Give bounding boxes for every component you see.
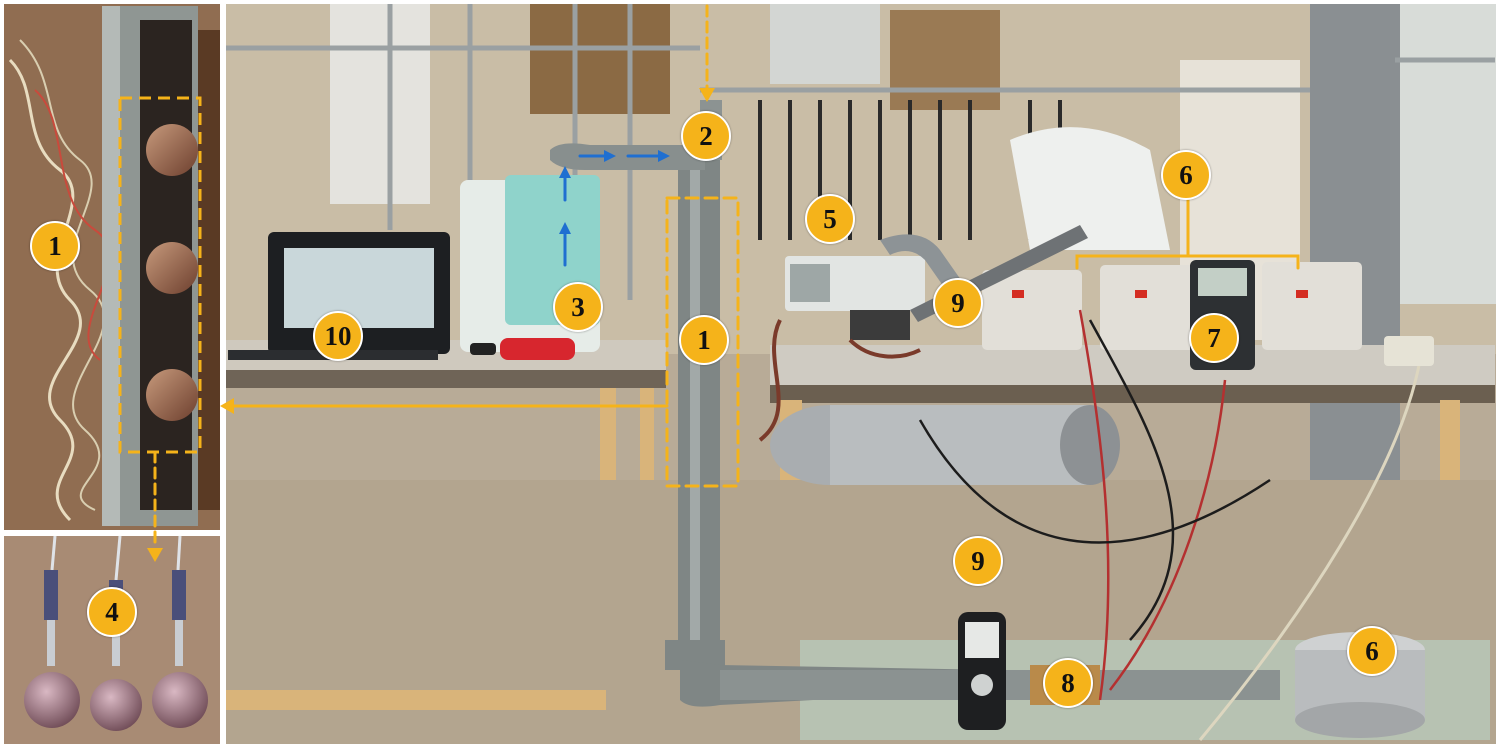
marker-2: 2 <box>681 111 731 161</box>
main-setup-photo <box>226 4 1496 744</box>
marker-9-lower: 9 <box>953 536 1003 586</box>
marker-inset-1: 1 <box>30 221 80 271</box>
marker-7: 7 <box>1189 313 1239 363</box>
inset-electrodes-photo <box>4 535 220 744</box>
annotation-overlays <box>147 4 1300 562</box>
marker-10: 10 <box>313 311 363 361</box>
inset-test-section-photo <box>4 4 220 530</box>
marker-5: 5 <box>805 194 855 244</box>
marker-inset-4: 4 <box>87 587 137 637</box>
marker-3: 3 <box>553 282 603 332</box>
marker-6-bottom: 6 <box>1347 626 1397 676</box>
marker-1: 1 <box>679 315 729 365</box>
marker-9-upper: 9 <box>933 278 983 328</box>
marker-6-top: 6 <box>1161 150 1211 200</box>
marker-8: 8 <box>1043 658 1093 708</box>
